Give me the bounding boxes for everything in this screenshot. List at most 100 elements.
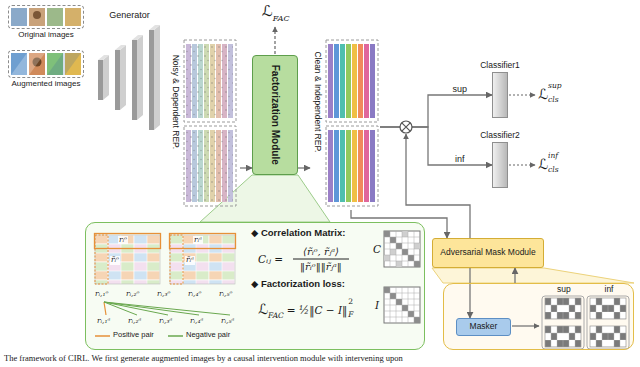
classifier-bar: Classifier1 xyxy=(492,72,508,118)
matrix-label: I xyxy=(375,299,379,311)
vector-label: rᵢ,₂ᵒ xyxy=(126,290,139,299)
image-group: Original images xyxy=(8,5,84,29)
matrix-frame xyxy=(384,287,420,323)
loss-arrow xyxy=(509,94,535,95)
node-label: Augmented images xyxy=(12,79,81,88)
generator-slab xyxy=(137,35,143,120)
mask-group-frame xyxy=(542,296,584,349)
math-subscript: FAC xyxy=(273,14,290,23)
detail-panel: supinfMasker xyxy=(443,283,634,350)
matrix-cell xyxy=(390,249,396,255)
mask-grid xyxy=(590,326,626,347)
flow-arrow xyxy=(469,268,470,318)
loss-symbol: ℒ xyxy=(262,3,273,20)
matrix-cell xyxy=(384,231,390,237)
panel-ground xyxy=(443,283,634,350)
vector-label: rᵢ,₄ᵒ xyxy=(188,290,201,299)
matrix-cell xyxy=(384,255,390,261)
mask-grid xyxy=(545,326,581,347)
generator-slab xyxy=(98,55,109,60)
stack-outline xyxy=(184,40,236,122)
stack-outline xyxy=(184,126,236,206)
vector-label: rᵢ,₅ᵃ xyxy=(221,317,234,326)
flow-arrow xyxy=(298,167,310,168)
noise-overlay xyxy=(186,130,233,202)
matrix-cell xyxy=(402,231,408,237)
matrix-cell xyxy=(384,287,390,293)
generator-slab xyxy=(103,55,109,100)
row-highlight xyxy=(170,234,236,249)
node-label: Clean & Independent REP. xyxy=(312,37,322,167)
column-highlight xyxy=(170,235,183,284)
vector-label: rᵢ,₂ᵃ xyxy=(128,317,141,326)
loss-arrow xyxy=(509,164,535,165)
vector-label: rᵢ,₃ᵃ xyxy=(159,317,172,326)
matrix-grid xyxy=(384,231,420,267)
flow-arrow xyxy=(380,95,492,127)
loss-symbol: ℒ xyxy=(258,301,268,317)
feature-stack xyxy=(328,44,375,118)
vector-label: r̃ᵢᵒ xyxy=(110,256,120,265)
flow-arrow xyxy=(514,268,515,283)
matrix-frame xyxy=(384,231,420,267)
matrix-cell xyxy=(408,311,414,317)
edge-label: sup xyxy=(453,84,468,94)
noise-overlay xyxy=(186,44,233,118)
generator-slab xyxy=(115,45,126,50)
augment-overlay xyxy=(47,53,81,75)
stack-outline xyxy=(326,126,378,206)
image-detail xyxy=(33,11,41,19)
factorization-module: Factorization Module xyxy=(252,55,298,175)
node-label: Classifier1 xyxy=(480,61,520,71)
legend-label: Negative pair xyxy=(186,331,230,340)
feature-matrix xyxy=(95,235,160,284)
formula-text: Cᵢⱼ = xyxy=(258,253,283,265)
fraction-bar xyxy=(293,259,349,260)
augment-overlay xyxy=(11,53,45,75)
multiply-symbol xyxy=(402,123,410,131)
feature-matrix xyxy=(170,235,235,284)
representation-stack: Noisy & Dependent REP. xyxy=(168,22,240,212)
math-subscript: FAC xyxy=(268,312,284,321)
node-label: Factorization Module xyxy=(269,61,281,169)
node-label: Generator xyxy=(109,10,150,20)
negative-pair-line xyxy=(104,302,168,315)
vector-label: rᵢ,₁ᵒ xyxy=(95,290,108,299)
node-label: Noisy & Dependent REP. xyxy=(170,37,180,167)
callout-funnel xyxy=(432,268,634,283)
feature-stack xyxy=(186,130,233,202)
image-group: Augmented images xyxy=(8,50,84,78)
vector-label: rᵢ,₄ᵃ xyxy=(190,317,203,326)
legend-sample xyxy=(168,335,183,337)
node-label: Classifier2 xyxy=(480,131,520,141)
edge-label: inf xyxy=(455,154,465,164)
vector-label: rᵢ,₅ᵒ xyxy=(219,290,232,299)
generator-slab xyxy=(149,25,160,30)
matrix-cell xyxy=(396,261,402,267)
matrix-cell xyxy=(414,317,420,323)
mask-module: Adversarial Mask Module xyxy=(432,238,544,268)
image-thumbnail xyxy=(29,8,45,26)
panel-ground xyxy=(85,222,425,350)
row-highlight xyxy=(95,234,161,249)
flow-arrow xyxy=(380,127,492,165)
formula-text: ⟨r̃ᵢᵒ, r̃ⱼᵃ⟩ xyxy=(303,246,339,258)
vector-label: rᵢ,₃ᵒ xyxy=(157,290,170,299)
math-superscript: sup xyxy=(548,82,561,91)
loss-arrow xyxy=(274,27,275,54)
caption: The framework of CIRL. We first generate… xyxy=(4,354,403,364)
legend-label: Positive pair xyxy=(113,331,154,340)
column-highlight xyxy=(95,235,108,284)
node-label: ◆ Correlation Matrix: xyxy=(251,228,345,239)
generator-network: Generator xyxy=(92,22,167,138)
image-thumbnail xyxy=(65,8,81,26)
matrix-cell xyxy=(414,261,420,267)
mask-grid xyxy=(590,298,626,319)
image-thumbnail xyxy=(47,8,63,26)
node-label: Original images xyxy=(18,30,74,39)
matrix-cell xyxy=(408,255,414,261)
representation-stack: Clean & Independent REP. xyxy=(310,22,380,210)
generator-slab xyxy=(132,35,143,40)
matrix-cell xyxy=(390,237,396,243)
